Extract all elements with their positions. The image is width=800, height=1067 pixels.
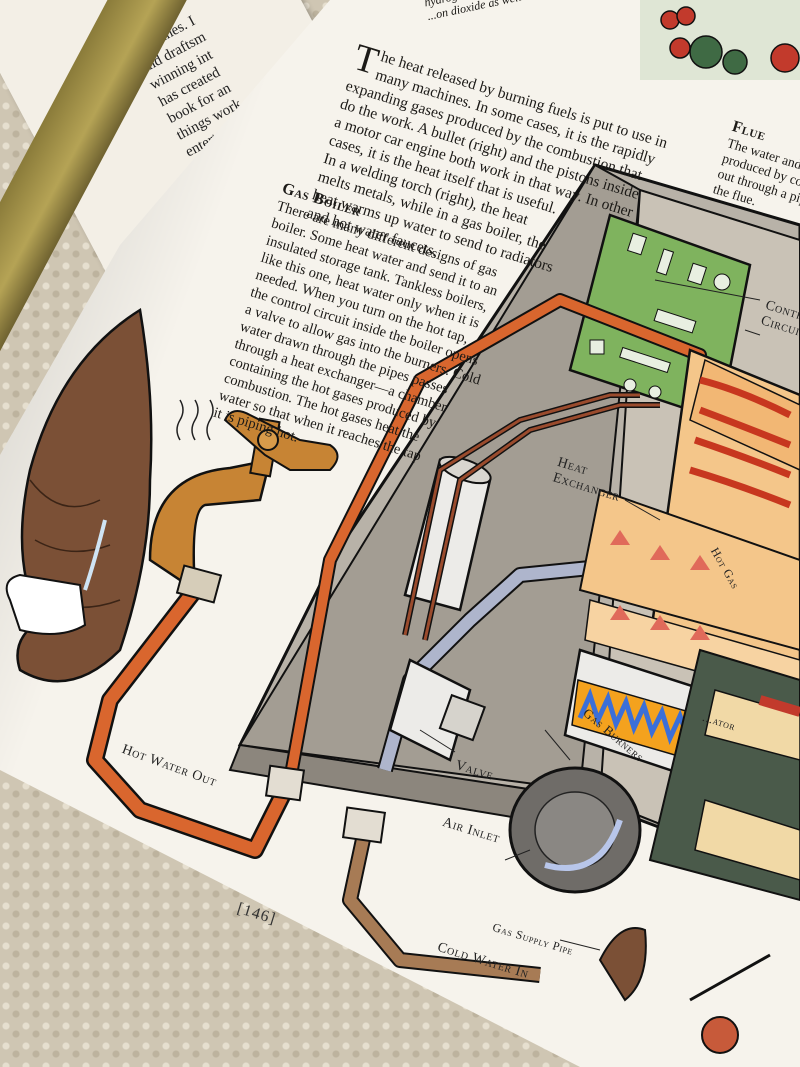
hot-water-pipe [86,293,707,859]
radiator-illustration [648,648,800,902]
control-wires [402,392,660,641]
air-inlet-fan [508,766,642,894]
gas-valve [388,658,487,762]
welding-figure [598,927,771,1054]
label-leader-lines [419,279,761,951]
elephant-trunk [5,307,153,683]
faucet [148,399,339,604]
molecule-illustration [640,0,800,80]
heat-exchanger [578,348,800,702]
bottom-fittings [264,764,387,844]
